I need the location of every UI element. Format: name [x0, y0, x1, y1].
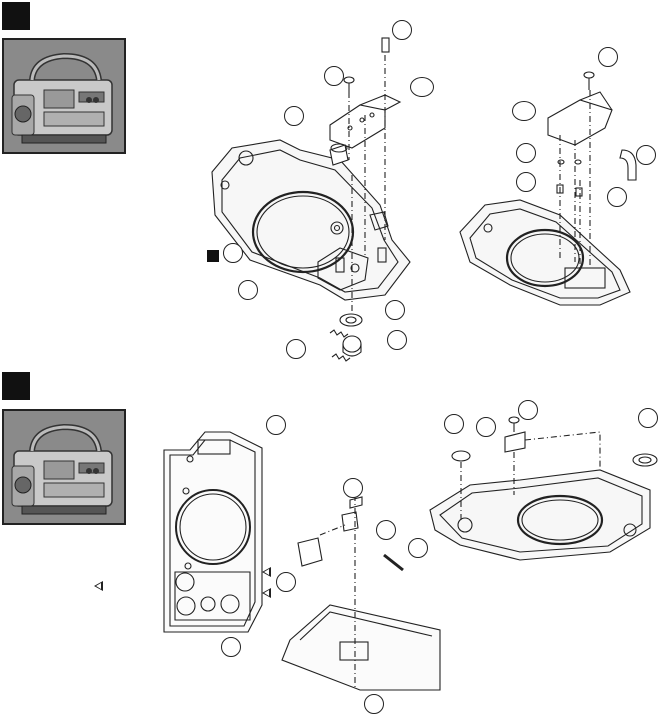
callout-13	[636, 145, 656, 165]
callout-26	[638, 408, 658, 428]
chassis-step1-right	[459, 199, 631, 306]
callout-14	[516, 172, 536, 192]
camera-thumbnail-1	[2, 38, 126, 154]
triangle-marker-icon	[94, 581, 103, 591]
screw-icon	[381, 37, 390, 53]
callout-5	[223, 243, 243, 263]
callout-6	[238, 280, 258, 300]
callout-21	[221, 637, 241, 657]
chassis-step2-right	[429, 469, 651, 561]
callout-22	[364, 694, 384, 714]
step-1-badge	[2, 2, 30, 30]
screw-icon	[508, 416, 520, 432]
callout-24	[476, 417, 496, 437]
step-2-badge	[2, 372, 30, 400]
callout-7	[385, 300, 405, 320]
triangle-marker-icon	[262, 567, 271, 577]
callout-17	[343, 478, 363, 498]
callout-15	[607, 187, 627, 207]
camera-thumbnail-2	[2, 409, 126, 525]
triangle-marker-icon	[262, 588, 271, 598]
marker-square	[207, 250, 219, 262]
callout-23	[444, 414, 464, 434]
screw-icon	[583, 71, 595, 90]
camcorder-icon	[11, 423, 113, 515]
callout-12	[516, 143, 536, 163]
callout-3	[410, 77, 434, 97]
callout-2	[324, 66, 344, 86]
screw-icon	[343, 76, 355, 92]
callout-4	[284, 106, 304, 126]
callout-9	[286, 339, 306, 359]
plate-step2-left	[163, 431, 263, 633]
callout-8	[387, 330, 407, 350]
bracket-step1	[329, 94, 402, 149]
camcorder-icon	[11, 52, 113, 144]
callout-19	[408, 538, 428, 558]
chassis-step1-left	[211, 139, 411, 301]
callout-18	[376, 520, 396, 540]
callout-1	[392, 20, 412, 40]
callout-10	[598, 47, 618, 67]
callout-16	[266, 415, 286, 435]
callout-20	[276, 572, 296, 592]
callout-25	[518, 400, 538, 420]
callout-11	[512, 101, 536, 121]
